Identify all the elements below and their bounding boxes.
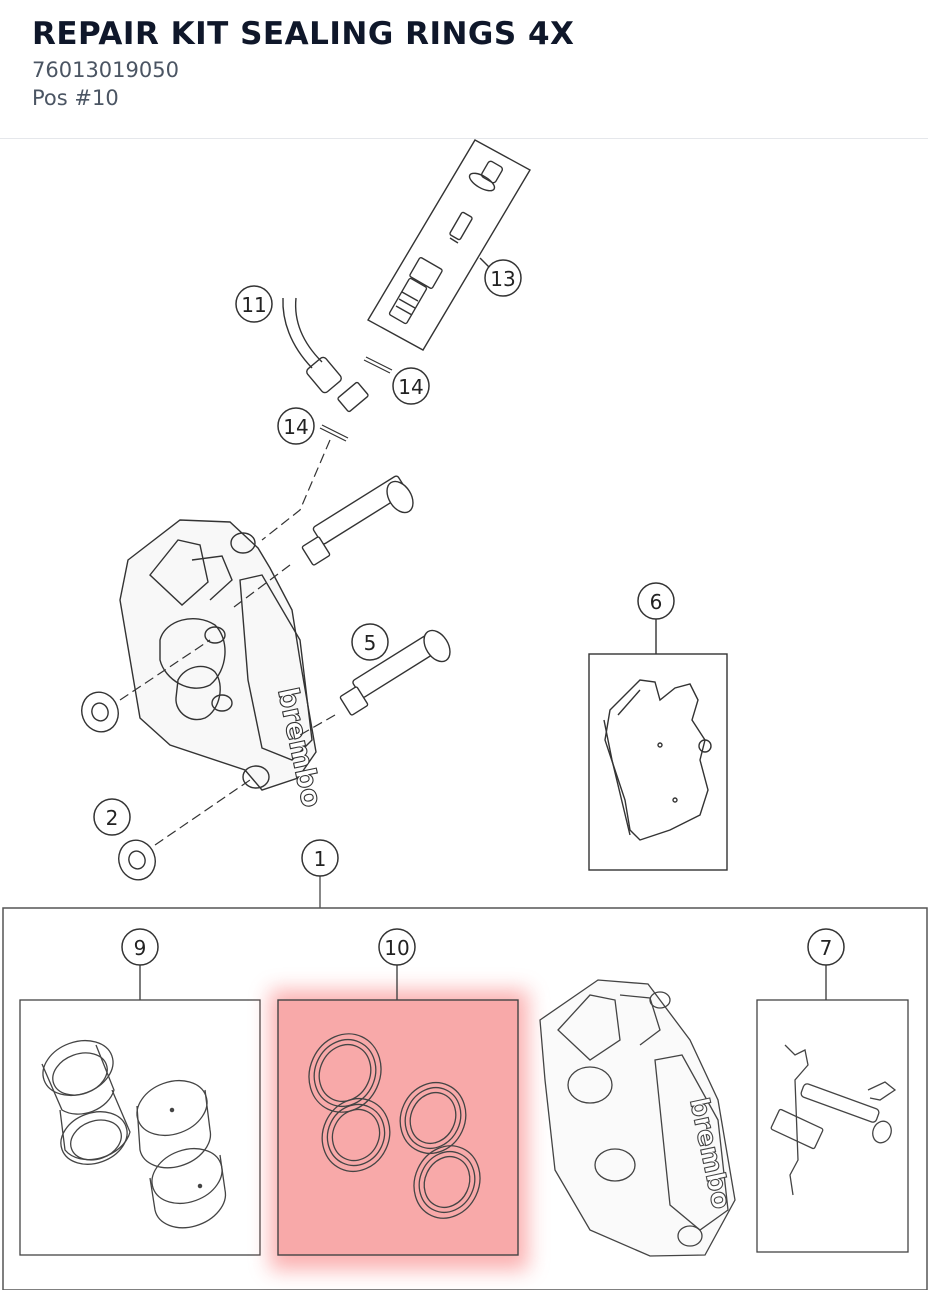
callout-11[interactable]: 11 <box>235 285 273 323</box>
callout-14-b-label: 14 <box>283 415 308 439</box>
callout-1[interactable]: 1 <box>301 839 339 877</box>
part-2-spacer[interactable] <box>76 687 161 885</box>
callout-10[interactable]: 10 <box>378 928 416 966</box>
callout-1-label: 1 <box>314 847 327 871</box>
part-position: Pos #10 <box>32 86 119 110</box>
brake-caliper-exploded <box>119 519 317 791</box>
callout-13-label: 13 <box>490 267 515 291</box>
part-13-bleeder-kit[interactable] <box>367 139 531 351</box>
part-6-brake-pads[interactable] <box>588 653 728 871</box>
callout-7-label: 7 <box>820 936 833 960</box>
callout-7[interactable]: 7 <box>807 928 845 966</box>
part-7-pad-pin-kit[interactable] <box>756 999 909 1253</box>
part-11-brake-line[interactable] <box>282 297 369 413</box>
caliper-complete[interactable] <box>539 979 736 1257</box>
exploded-parts-diagram: brembo <box>0 139 928 1291</box>
diagram-canvas: brembo <box>2 139 928 1291</box>
callout-5[interactable]: 5 <box>351 623 389 661</box>
part-title: REPAIR KIT SEALING RINGS 4X <box>32 16 575 52</box>
callout-6[interactable]: 6 <box>637 582 675 620</box>
part-10-sealing-rings[interactable] <box>277 999 519 1256</box>
callout-14-b[interactable]: 14 <box>277 407 315 445</box>
caliper-bolt-upper[interactable] <box>301 475 419 566</box>
callout-9-label: 9 <box>134 936 147 960</box>
callout-5-label: 5 <box>364 631 377 655</box>
part-number: 76013019050 <box>32 58 179 82</box>
callout-13[interactable]: 13 <box>484 259 522 297</box>
callout-2[interactable]: 2 <box>93 798 131 836</box>
part-5-mounting-bolt[interactable] <box>339 626 456 716</box>
callout-11-label: 11 <box>241 293 266 317</box>
callout-9[interactable]: 9 <box>121 928 159 966</box>
callout-10-label: 10 <box>384 936 409 960</box>
callout-14-a[interactable]: 14 <box>392 367 430 405</box>
callout-14-a-label: 14 <box>398 375 423 399</box>
part-14-sealing-washer[interactable] <box>319 356 393 442</box>
callout-2-label: 2 <box>106 806 119 830</box>
callout-6-label: 6 <box>650 590 663 614</box>
part-9-pistons[interactable] <box>19 999 261 1256</box>
part-header: REPAIR KIT SEALING RINGS 4X 76013019050 … <box>0 0 928 139</box>
